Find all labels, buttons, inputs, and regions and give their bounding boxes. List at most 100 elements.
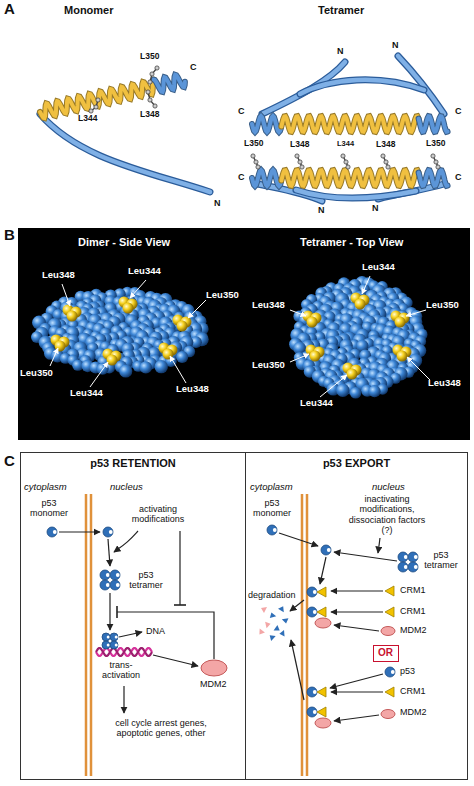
side-chain-atom [434, 160, 438, 164]
alpha-helix [419, 116, 448, 132]
alpha-helix [281, 170, 418, 186]
ribbon-illustration [40, 56, 448, 201]
pathway-label: inactivating modifications, dissociation… [346, 494, 428, 535]
arrow-line [334, 552, 397, 561]
arrow-line [331, 691, 383, 692]
atom-sphere [154, 360, 167, 373]
alpha-helix [281, 116, 418, 132]
p53-notch [414, 555, 418, 559]
leucine-sphere [395, 317, 406, 328]
pathway-label: CRM1 [400, 585, 426, 595]
side-chain-atom [150, 72, 154, 76]
side-chain-atom [148, 80, 152, 84]
leucine-label: Leu344 [128, 266, 161, 277]
pathway-label: p53 monomer [24, 498, 74, 519]
degradation-fragment [261, 607, 267, 613]
terminus-label: N [372, 203, 379, 213]
alpha-helix [419, 170, 448, 186]
atom-sphere [119, 364, 132, 377]
p53-notch [107, 635, 110, 638]
alpha-helix [154, 75, 185, 92]
p53-monomer [321, 545, 331, 555]
p53-monomer [398, 552, 408, 562]
arrow-line [114, 531, 138, 552]
leader-line [290, 354, 309, 362]
p53-notch [313, 590, 317, 594]
p53-monomer [385, 667, 395, 677]
leader-line [406, 310, 426, 316]
inhibition-line [179, 531, 180, 605]
pathway-label: MDM2 [400, 707, 427, 717]
side-chain-atom [436, 165, 440, 169]
p53-notch [106, 583, 110, 587]
atom-sphere [336, 384, 349, 397]
side-chain-atom [298, 160, 302, 164]
residue-label: L348 [140, 110, 159, 120]
panel-heading: p53 EXPORT [246, 457, 467, 469]
arrow-line [290, 600, 304, 611]
alpha-helix [252, 170, 281, 186]
degradation-fragment [279, 630, 287, 638]
compartment-label: cytoplasm [250, 482, 293, 493]
degradation-fragment [278, 606, 284, 612]
leucine-label: Leu350 [426, 300, 459, 311]
terminus-label: C [238, 106, 245, 116]
or-text: OR [378, 647, 393, 659]
p53-monomer [307, 607, 317, 617]
p53-notch [273, 528, 277, 532]
side-chain-atom [384, 160, 388, 164]
side-chain-atom [431, 154, 435, 158]
degradation-fragment [258, 628, 265, 635]
structure-heading: Tetramer [318, 4, 364, 17]
p53-monomer [100, 580, 110, 590]
arrow-line [330, 674, 383, 688]
leucine-label: Leu350 [20, 368, 53, 379]
side-chain-atom [89, 109, 93, 113]
arrow-line [291, 640, 304, 700]
beta-strand [40, 114, 210, 192]
side-chain-atom [254, 160, 258, 164]
degradation-fragment [282, 616, 290, 624]
terminus-label: N [318, 205, 325, 215]
beta-strand [296, 190, 416, 198]
degradation-fragment [263, 620, 271, 628]
p53-monomer [103, 527, 113, 537]
compartment-label: cytoplasm [24, 482, 67, 493]
leucine-label: Leu350 [252, 360, 285, 371]
leucine-label: Leu348 [42, 270, 75, 281]
p53-monomer [307, 707, 317, 717]
leucine-sphere [397, 351, 408, 362]
side-chain-atom [148, 98, 152, 102]
degradation-fragment [274, 625, 281, 632]
p53-monomer [307, 587, 317, 597]
side-chain-atom [300, 165, 304, 169]
alpha-helix [154, 75, 185, 92]
side-chain-atom [341, 154, 345, 158]
alpha-helix [252, 170, 281, 186]
leader-line [130, 280, 146, 298]
alpha-helix [281, 116, 418, 132]
leader-line [62, 284, 70, 306]
p53-notch [107, 643, 110, 646]
arrow-line [119, 632, 142, 637]
view-heading: Dimer - Side View [78, 236, 170, 248]
p53-notch [313, 710, 317, 714]
leader-line [320, 375, 347, 397]
side-chain-atom [251, 154, 255, 158]
crm1-symbol [317, 607, 326, 617]
side-chain-atom [344, 160, 348, 164]
leucine-label: Leu350 [206, 290, 239, 301]
p53-notch [414, 565, 418, 569]
leucine-label: Leu348 [428, 378, 461, 389]
p53-monomer [102, 633, 110, 641]
p53-monomer [267, 525, 277, 535]
side-chain-atom [153, 104, 157, 108]
leucine-sphere [107, 355, 118, 366]
p53-monomer [110, 641, 118, 649]
leucine-sphere [123, 303, 134, 314]
atom-sphere [176, 351, 188, 363]
mdm2-symbol [315, 618, 331, 628]
or-box: OR [373, 645, 399, 662]
panel-letter: C [4, 452, 15, 469]
